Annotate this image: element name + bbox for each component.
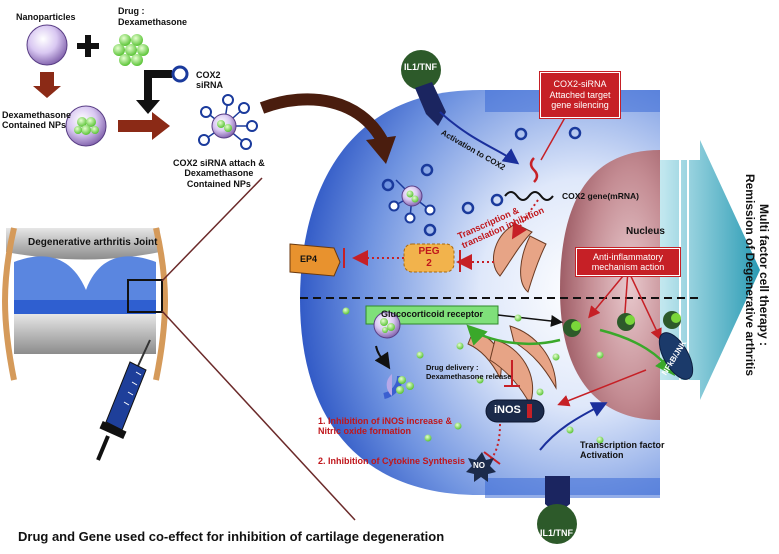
plus-icon xyxy=(77,35,99,57)
transcription-activation-arrow xyxy=(539,402,608,451)
nfkb-complex xyxy=(658,332,694,380)
sirna-rings xyxy=(381,126,582,237)
release-nanoparticle-icon xyxy=(373,311,401,339)
ep4-receptor xyxy=(289,243,341,277)
no-badge xyxy=(466,452,496,482)
ep4-label: EP4 xyxy=(300,254,318,264)
syringe-icon xyxy=(96,339,151,461)
transcription-factor-label: Transcription factor Activation xyxy=(580,440,665,461)
attached-np-label: COX2 siRNA attach & Dexamethasone Contai… xyxy=(173,158,265,189)
receptor-cups xyxy=(563,311,681,337)
dexamethasone-cluster-icon xyxy=(113,34,149,66)
nanoparticle-icon xyxy=(26,24,68,66)
zoom-line-top xyxy=(161,177,263,282)
glucocorticoid-arrow xyxy=(497,314,563,327)
cox2-sirna-box: COX2-siRNA Attached target gene silencin… xyxy=(540,72,620,118)
il1-receptor-top xyxy=(401,50,446,126)
cell-nanoparticle-icon xyxy=(388,179,436,224)
drug-prefix-label: Drug : xyxy=(118,6,145,16)
sirna-ring-icon xyxy=(171,65,189,83)
inos-label: iNOS xyxy=(494,404,521,416)
right-arrow-icon xyxy=(118,112,170,140)
nfkb-to-inos-arrow xyxy=(557,369,647,407)
attached-nanoparticle-icon xyxy=(198,94,258,150)
bottom-caption: Drug and Gene used co-effect for inhibit… xyxy=(18,529,445,544)
delivery-arrow xyxy=(259,93,388,144)
il1-bottom-label: IL1/TNF xyxy=(540,528,573,538)
drug-delivery-label: Drug delivery : Dexamethasone release xyxy=(426,363,512,381)
anti-inflammatory-pointer-3 xyxy=(627,269,662,341)
joint-title: Degenerative arthritis Joint xyxy=(28,237,158,248)
drug-name-label: Dexamethasone xyxy=(118,17,188,27)
green-arrow-2 xyxy=(599,328,676,376)
anti-inflammatory-box: Anti-inflammatory mechanism action xyxy=(576,248,680,276)
open-nanoparticle-icon xyxy=(383,374,414,399)
green-arrow-1 xyxy=(466,324,561,346)
activation-arrow xyxy=(439,111,520,165)
inhibition-1-label: 1. Inhibition of iNOS increase & Nitric … xyxy=(318,416,453,437)
cox2-sirna-label: COX2 siRNA xyxy=(196,70,224,91)
peg2-label: PEG 2 xyxy=(418,246,440,269)
bent-arrow-icon xyxy=(136,70,172,114)
side-title: Multi factor cell therapy : Remission of… xyxy=(743,173,771,377)
cox2-gene-label: COX2 gene(mRNA) xyxy=(562,191,639,201)
no-label: NO xyxy=(473,461,485,470)
dex-nps-label: Dexamethasone Contained NPs xyxy=(2,110,72,131)
nucleus xyxy=(560,150,660,420)
anti-inflammatory-pointer-1 xyxy=(588,269,629,319)
nanoparticles-label: Nanoparticles xyxy=(16,12,76,22)
mrna-strand xyxy=(504,191,554,201)
joint-illustration xyxy=(2,227,168,381)
sirna-strand xyxy=(529,157,539,183)
inos-up-arrow-icon xyxy=(527,404,532,418)
dexamethasone-dots xyxy=(342,307,604,444)
inhibition-2-label: 2. Inhibition of Cytokine Synthesis xyxy=(318,456,466,466)
il1-top-label: IL1/TNF xyxy=(404,62,437,72)
il1-receptor-bottom xyxy=(537,476,577,544)
down-arrow-icon xyxy=(33,72,61,98)
dex-nanoparticle-icon xyxy=(65,105,107,147)
no-block xyxy=(483,451,501,465)
release-arrow xyxy=(374,345,391,370)
zoom-line-bottom xyxy=(161,310,356,521)
nucleus-label: Nucleus xyxy=(626,226,665,237)
peg2-box xyxy=(403,243,455,273)
glucocorticoid-label: Glucocorticoid receptor xyxy=(380,309,484,319)
delivery-arrow-head xyxy=(366,136,396,164)
